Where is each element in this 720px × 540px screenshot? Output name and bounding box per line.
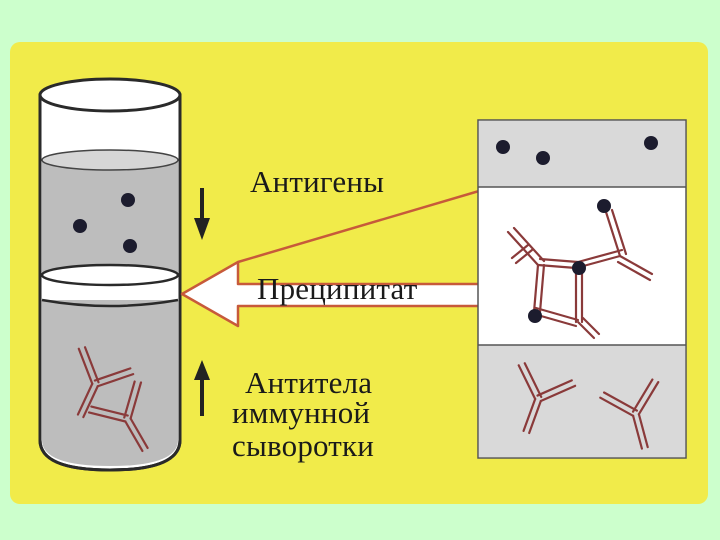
inset-lattice-antigens (528, 199, 611, 323)
down-arrow-icon (194, 188, 210, 240)
up-arrow-icon (194, 360, 210, 416)
label-antibodies-line2: иммунной (232, 395, 371, 430)
inset-antigens (496, 136, 658, 165)
label-antigens: Антигены (250, 164, 385, 199)
inset-lattice (506, 208, 654, 340)
label-antibodies-line3: сыворотки (232, 428, 375, 463)
label-antibodies-line1: Антитела (245, 365, 373, 400)
label-precipitate: Преципитат (257, 271, 418, 306)
tube-antigens (73, 193, 137, 253)
test-tube (38, 77, 182, 472)
